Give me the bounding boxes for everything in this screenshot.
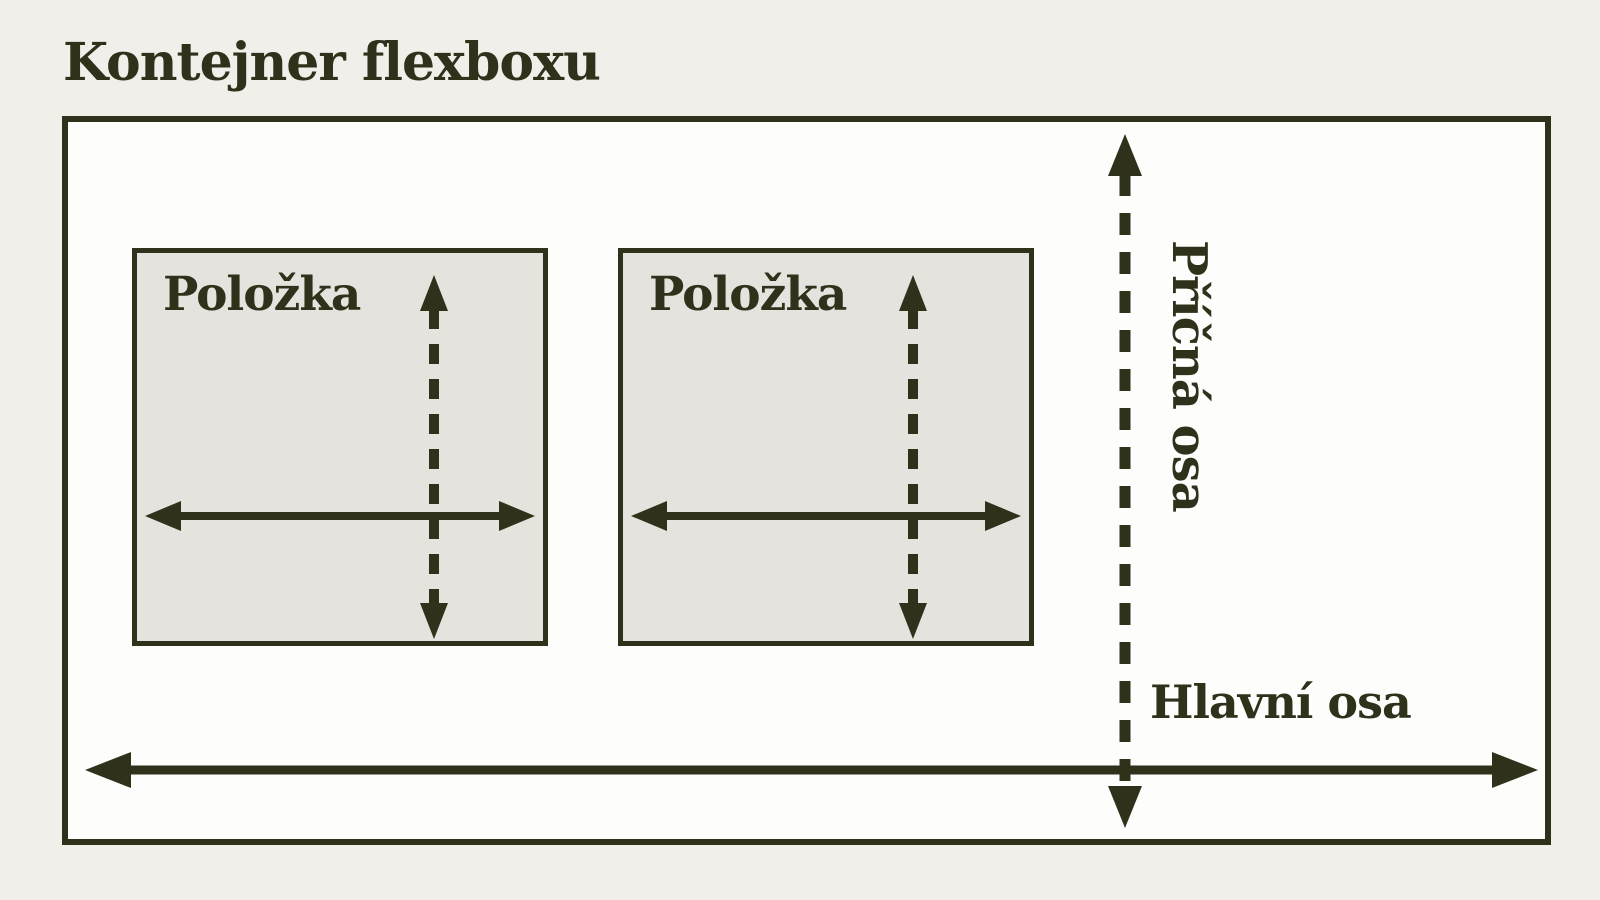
flex-item-2: Položka bbox=[618, 248, 1034, 646]
diagram-title: Kontejner flexboxu bbox=[63, 32, 601, 93]
cross-axis-label: Příčná osa bbox=[1161, 240, 1217, 512]
flex-item-label: Položka bbox=[163, 267, 361, 322]
flex-item-1: Položka bbox=[132, 248, 548, 646]
flex-container: Položka Položka bbox=[62, 116, 1551, 845]
main-axis-label: Hlavní osa bbox=[1150, 675, 1412, 729]
flex-item-label: Položka bbox=[649, 267, 847, 322]
